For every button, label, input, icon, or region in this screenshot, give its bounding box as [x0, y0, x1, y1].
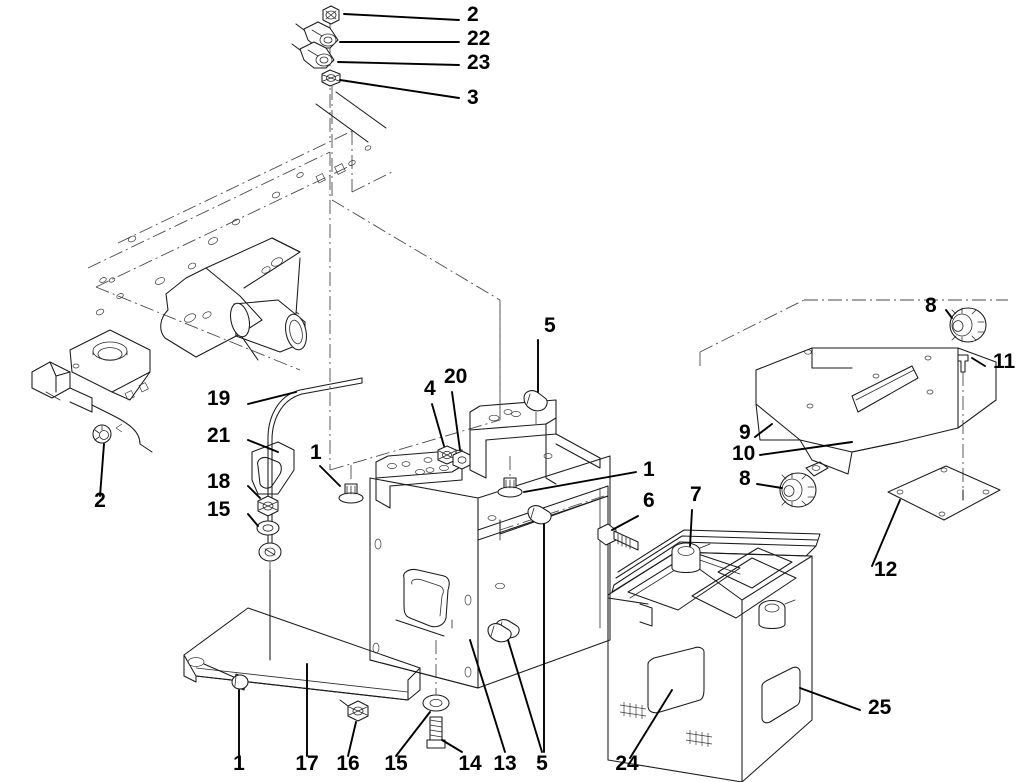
callout-number-9: 9 — [739, 421, 751, 444]
part-4-hex-nut — [437, 445, 457, 465]
callout-number-8: 8 — [925, 294, 937, 317]
callout-number-21: 21 — [207, 424, 231, 447]
part-5-round-head-screw-mid — [527, 505, 552, 525]
part-12-mounting-plate — [887, 465, 1001, 521]
callout-number-19: 19 — [207, 387, 230, 410]
callout-number-5: 5 — [544, 314, 556, 337]
callout-number-2: 2 — [94, 489, 106, 512]
part-1-carriage-bolt-c — [231, 673, 249, 691]
side-cover-panel — [699, 299, 1008, 477]
part-17-support-shelf — [183, 607, 421, 701]
part-16-lock-nut — [339, 699, 369, 722]
part-1-carriage-bolt-a — [338, 465, 364, 504]
part-3-lock-nut — [321, 69, 341, 87]
part-2-flange-nut — [322, 5, 340, 25]
callout-number-23: 23 — [467, 51, 490, 74]
callout-number-5: 5 — [536, 752, 548, 775]
battery-emboss — [619, 702, 713, 747]
callout-number-1: 1 — [233, 752, 245, 775]
callout-number-15: 15 — [384, 752, 408, 775]
part-19-hold-down-rod — [267, 377, 363, 561]
callout-number-10: 10 — [732, 442, 755, 465]
part-20-spacer — [452, 450, 471, 470]
callout-number-1: 1 — [310, 441, 322, 464]
callout-number-6: 6 — [643, 489, 655, 512]
part-11-push-pin — [957, 354, 969, 501]
callout-number-25: 25 — [868, 696, 892, 719]
part-2-flange-nut-left — [92, 424, 112, 444]
part-18-hex-nut — [257, 495, 279, 517]
part-15-flat-washer-rod — [256, 520, 280, 536]
callout-number-22: 22 — [467, 27, 490, 50]
part-5-round-head-screw-right — [487, 623, 512, 643]
top-hardware-stack — [291, 5, 501, 301]
part-1-carriage-bolt-b — [497, 456, 523, 498]
callout-number-24: 24 — [615, 752, 639, 775]
callout-number-20: 20 — [444, 365, 467, 388]
callout-number-16: 16 — [336, 752, 359, 775]
callout-number-3: 3 — [467, 86, 479, 109]
callout-number-13: 13 — [493, 752, 516, 775]
callout-number-1: 1 — [643, 458, 655, 481]
part-15-flat-washer-bottom — [422, 640, 450, 712]
part-21-rod-bracket — [251, 441, 295, 495]
frame-rail-holes — [95, 145, 372, 316]
frame-rail-phantom — [87, 130, 501, 471]
callout-number-8: 8 — [739, 467, 751, 490]
callout-number-14: 14 — [458, 752, 482, 775]
callout-number-4: 4 — [424, 377, 436, 400]
part-6-hex-bolt — [597, 523, 639, 551]
callout-number-18: 18 — [207, 470, 231, 493]
part-22-cable-terminal — [295, 21, 339, 49]
part-7-battery-terminal-b — [758, 599, 796, 630]
part-23-cable-terminal — [291, 41, 335, 69]
part-24-battery — [607, 529, 821, 782]
part-25-battery-label-panel — [761, 666, 801, 724]
callout-number-11: 11 — [993, 350, 1016, 373]
frame-bracket — [31, 237, 307, 453]
callout-number-7: 7 — [690, 483, 702, 506]
part-8-knurled-knob-lower — [779, 472, 817, 508]
callout-number-17: 17 — [295, 752, 318, 775]
leader-lines — [99, 13, 986, 759]
callout-number-2: 2 — [467, 3, 479, 26]
callout-number-12: 12 — [874, 558, 897, 581]
callout-number-15: 15 — [207, 498, 231, 521]
part-5-round-head-screw-top — [523, 390, 548, 424]
rod-eyelet — [258, 542, 282, 562]
part-8-knurled-knob-upper — [949, 307, 987, 343]
part-14-long-bolt — [426, 716, 446, 749]
part-7-battery-terminal-a — [671, 542, 711, 574]
